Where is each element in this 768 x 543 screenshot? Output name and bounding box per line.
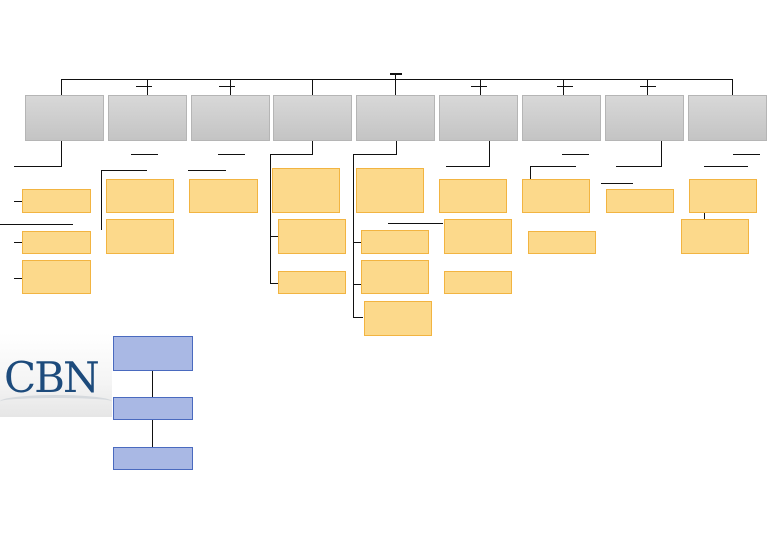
cbn-logo-text: CBN [4, 353, 100, 402]
legend-box-3 [113, 447, 193, 470]
child-box-1-3 [22, 260, 91, 294]
connector [616, 166, 662, 167]
connector [601, 183, 633, 184]
child-box-5-2 [361, 230, 429, 254]
connector [61, 141, 62, 166]
child-box-1-2 [22, 231, 91, 254]
label-mark [471, 86, 487, 87]
level1-box-2 [108, 95, 187, 141]
top-connector-bus [61, 79, 733, 80]
connector [661, 141, 662, 166]
level1-box-5 [356, 95, 435, 141]
logo-swoosh [0, 395, 112, 408]
label-mark [733, 154, 760, 155]
child-box-6-3 [444, 271, 512, 294]
child-box-9-2 [681, 219, 749, 254]
level1-box-1 [25, 95, 104, 141]
connector [489, 141, 490, 166]
connector [152, 371, 153, 397]
label-mark [218, 154, 245, 155]
connector [353, 242, 361, 243]
child-box-4-1 [272, 168, 340, 213]
connector [353, 317, 363, 318]
connector [395, 79, 396, 95]
connector [480, 79, 481, 95]
connector [312, 141, 313, 154]
connector [270, 236, 278, 237]
connector [647, 79, 648, 95]
connector [188, 170, 226, 171]
level1-box-8 [605, 95, 684, 141]
connector [14, 278, 22, 279]
connector [101, 170, 147, 171]
label-mark [219, 86, 235, 87]
connector [270, 154, 313, 155]
child-box-6-1 [439, 179, 507, 213]
connector [395, 75, 396, 79]
child-box-7-1 [522, 179, 590, 213]
connector [230, 79, 231, 95]
connector [353, 154, 397, 155]
connector [14, 242, 22, 243]
level1-box-3 [191, 95, 270, 141]
child-box-6-2 [444, 219, 512, 254]
connector [353, 154, 354, 318]
top-node-marker [390, 73, 402, 75]
label-mark [557, 86, 573, 87]
child-box-5-4 [364, 301, 432, 336]
connector [530, 166, 576, 167]
connector [0, 224, 73, 225]
connector [61, 79, 62, 95]
legend-box-1 [113, 336, 193, 371]
level1-box-9 [688, 95, 767, 141]
connector [704, 212, 705, 219]
connector [270, 283, 278, 284]
connector [446, 166, 490, 167]
connector [396, 141, 397, 154]
child-box-1-1 [22, 189, 91, 213]
child-box-2-2 [106, 219, 174, 254]
level1-box-7 [522, 95, 601, 141]
connector [312, 79, 313, 95]
connector [147, 79, 148, 95]
connector [563, 79, 564, 95]
label-mark [131, 154, 158, 155]
legend-box-2 [113, 397, 193, 420]
level1-box-4 [273, 95, 352, 141]
child-box-5-3 [361, 260, 429, 294]
connector [353, 284, 361, 285]
child-box-2-1 [106, 179, 174, 213]
connector [152, 420, 153, 447]
child-box-8-1 [606, 189, 674, 213]
label-mark [562, 154, 589, 155]
cbn-logo: CBN [0, 333, 112, 417]
connector [270, 154, 271, 284]
label-mark [640, 86, 656, 87]
label-mark [136, 86, 152, 87]
connector [14, 166, 62, 167]
level1-box-6 [439, 95, 518, 141]
connector [704, 166, 748, 167]
child-box-9-1 [689, 179, 757, 213]
child-box-3-1 [189, 179, 258, 213]
child-box-4-2 [278, 219, 346, 254]
child-box-4-3 [278, 271, 346, 294]
child-box-7-2 [528, 231, 596, 254]
connector [14, 201, 22, 202]
connector [101, 170, 102, 230]
connector [732, 79, 733, 95]
child-box-5-1 [356, 168, 424, 213]
connector [388, 223, 443, 224]
